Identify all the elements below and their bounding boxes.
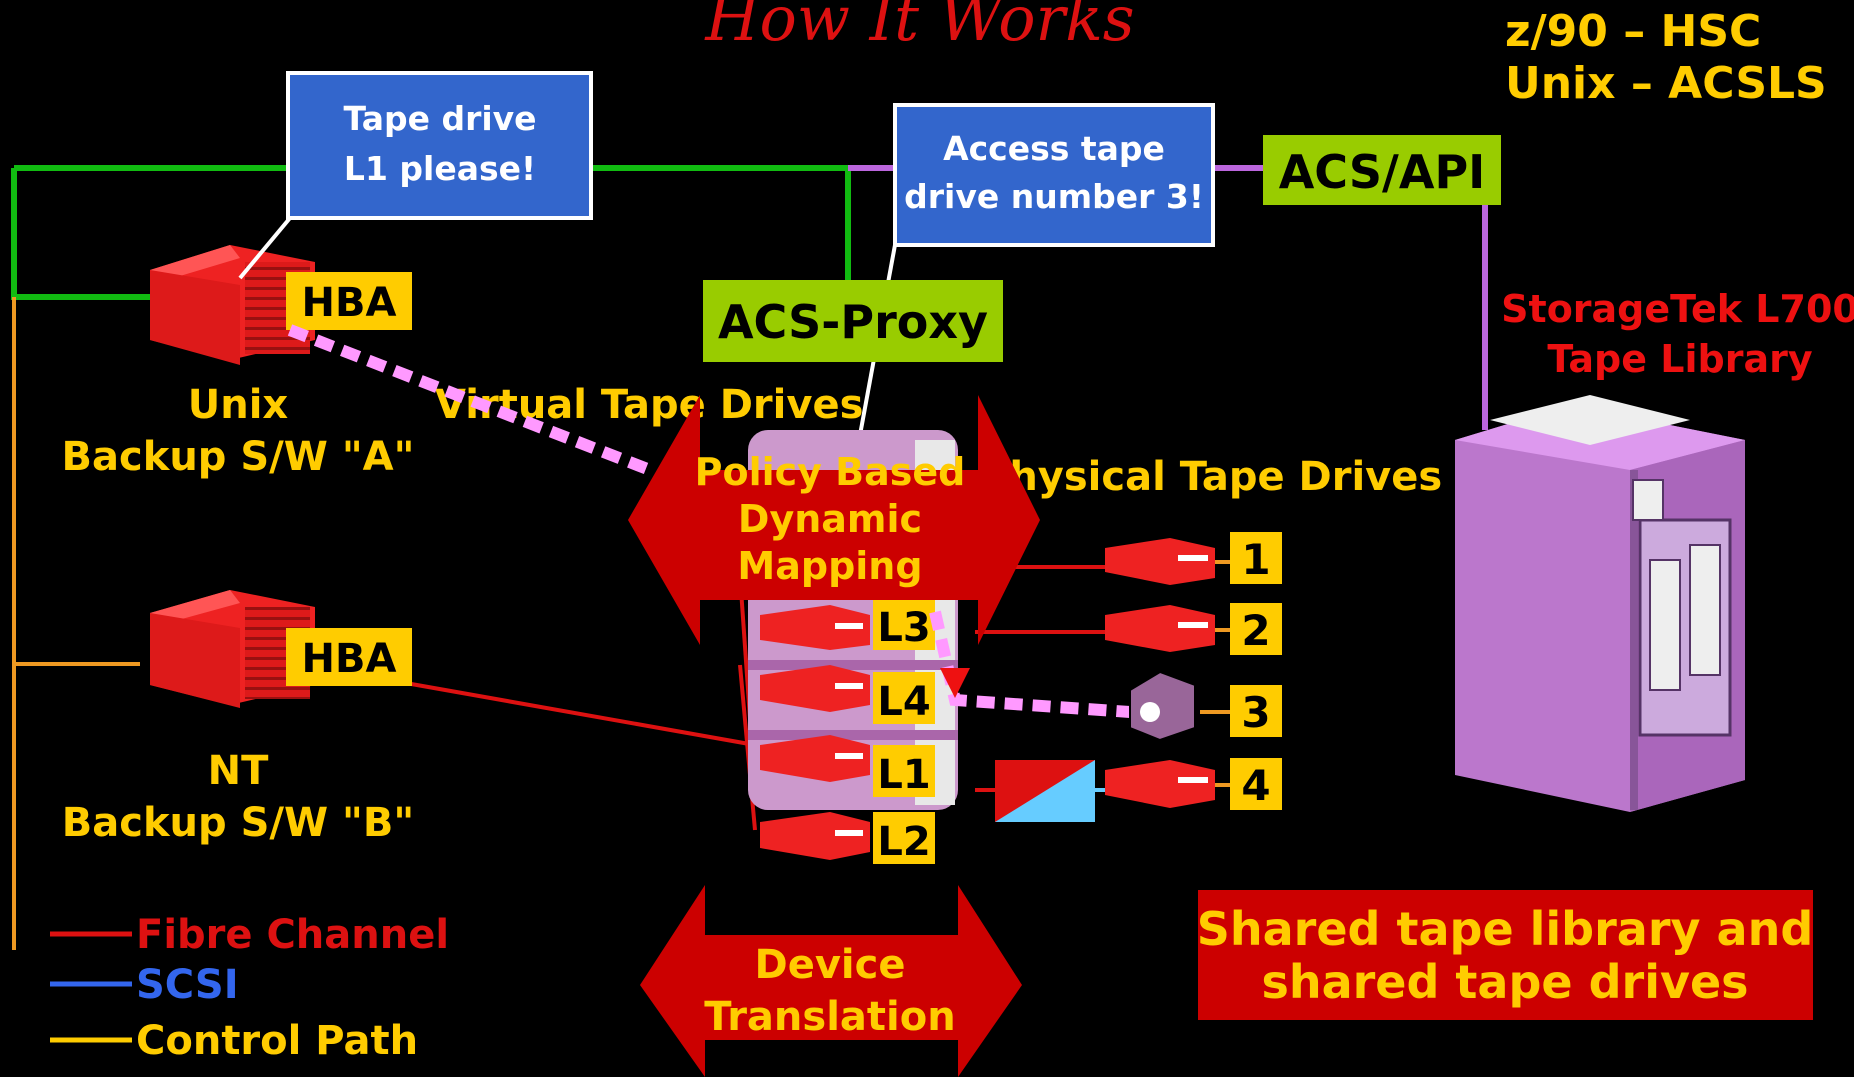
svg-text:Mapping: Mapping bbox=[737, 544, 922, 588]
svg-text:Shared tape library and: Shared tape library and bbox=[1197, 902, 1814, 956]
physical-drives-label: Physical Tape Drives bbox=[980, 454, 1442, 500]
platform-label-acsls: Unix – ACSLS bbox=[1505, 58, 1827, 109]
svg-text:ACS/API: ACS/API bbox=[1279, 145, 1486, 199]
svg-text:2: 2 bbox=[1241, 606, 1270, 655]
legend-fibre-channel: Fibre Channel bbox=[136, 912, 449, 958]
acs-api-path bbox=[848, 165, 1488, 430]
page-title: How It Works bbox=[704, 0, 1134, 55]
svg-text:Tape drive: Tape drive bbox=[343, 99, 536, 138]
unix-host-label: Unix bbox=[188, 382, 289, 428]
virtual-drives-label: Virtual Tape Drives bbox=[435, 382, 863, 428]
svg-text:ACS-Proxy: ACS-Proxy bbox=[718, 295, 988, 349]
svg-text:L3: L3 bbox=[877, 605, 930, 651]
callout-unix-request: Tape drive L1 please! bbox=[286, 71, 593, 220]
svg-text:Translation: Translation bbox=[704, 994, 955, 1040]
virtual-drive-l3: L3 bbox=[760, 598, 935, 651]
svg-text:L1 please!: L1 please! bbox=[344, 149, 536, 188]
acs-proxy-label: ACS-Proxy bbox=[703, 280, 1003, 362]
svg-text:HBA: HBA bbox=[302, 636, 397, 682]
mapping-path-dashed bbox=[287, 324, 653, 476]
legend: Fibre Channel SCSI Control Path bbox=[50, 912, 449, 1064]
library-label-1: StorageTek L700 bbox=[1501, 287, 1854, 331]
svg-text:L2: L2 bbox=[877, 819, 930, 865]
svg-text:Policy Based: Policy Based bbox=[695, 450, 966, 494]
scsi-bridge-icon bbox=[995, 760, 1105, 822]
virtual-drive-l2: L2 bbox=[760, 812, 935, 865]
tape-library-icon bbox=[1455, 395, 1745, 812]
svg-text:drive number 3!: drive number 3! bbox=[904, 177, 1204, 216]
virtual-drive-l4: L4 bbox=[760, 665, 935, 725]
legend-control-path: Control Path bbox=[136, 1018, 418, 1064]
physical-drive-4: 4 bbox=[1105, 758, 1282, 810]
virtual-drive-l1: L1 bbox=[760, 735, 935, 798]
svg-text:L4: L4 bbox=[877, 679, 930, 725]
device-translation-arrow: Device Translation bbox=[640, 885, 1022, 1077]
control-path-orange bbox=[12, 297, 140, 950]
svg-text:HBA: HBA bbox=[302, 280, 397, 326]
mapping-path-arrowhead bbox=[940, 668, 970, 698]
svg-text:Access tape: Access tape bbox=[943, 129, 1165, 168]
hba-unix: HBA bbox=[286, 272, 412, 330]
physical-drive-2: 2 bbox=[1105, 603, 1282, 655]
svg-text:Device: Device bbox=[755, 942, 906, 988]
svg-text:4: 4 bbox=[1241, 761, 1270, 810]
acs-api-label: ACS/API bbox=[1263, 135, 1501, 205]
callout-pointer-unix bbox=[238, 216, 292, 280]
hba-nt: HBA bbox=[286, 628, 412, 686]
svg-text:shared tape drives: shared tape drives bbox=[1261, 955, 1748, 1009]
unix-backup-label: Backup S/W "A" bbox=[62, 434, 415, 480]
legend-scsi: SCSI bbox=[136, 962, 239, 1008]
callout-proxy-request: Access tape drive number 3! bbox=[893, 103, 1215, 247]
shared-library-callout: Shared tape library and shared tape driv… bbox=[1197, 890, 1814, 1020]
physical-drive-1: 1 bbox=[1105, 532, 1282, 585]
svg-text:1: 1 bbox=[1241, 535, 1270, 584]
nt-backup-label: Backup S/W "B" bbox=[62, 800, 414, 846]
policy-mapping-arrow: Policy Based Dynamic Mapping bbox=[628, 395, 1040, 645]
nt-server-icon bbox=[150, 590, 315, 708]
physical-drive-3: 3 bbox=[1129, 670, 1282, 742]
svg-text:3: 3 bbox=[1241, 688, 1270, 737]
svg-text:L1: L1 bbox=[877, 752, 930, 798]
mapping-path-to-drive-3 bbox=[929, 610, 1131, 718]
svg-text:Dynamic: Dynamic bbox=[738, 497, 922, 541]
nt-host-label: NT bbox=[208, 748, 269, 794]
platform-label-hsc: z/90 – HSC bbox=[1505, 6, 1761, 57]
library-label-2: Tape Library bbox=[1547, 337, 1812, 381]
